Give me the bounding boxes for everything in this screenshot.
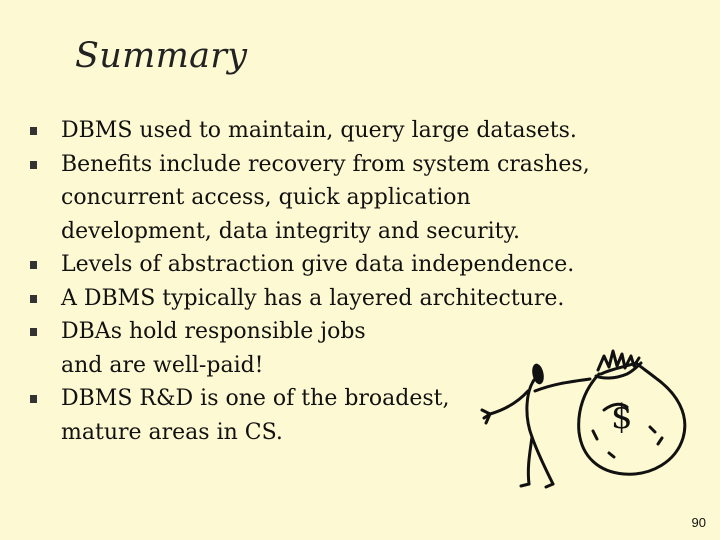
bullet-text: A DBMS typically has a layered architect… bbox=[61, 285, 565, 311]
square-bullet-icon bbox=[30, 282, 38, 316]
bullet-item: Levels of abstraction give data independ… bbox=[30, 248, 590, 282]
square-bullet-icon bbox=[30, 315, 38, 349]
bullet-text: DBMS used to maintain, query large datas… bbox=[61, 118, 577, 143]
page-number: 90 bbox=[691, 515, 706, 530]
bullet-item: Benefits include recovery from system cr… bbox=[30, 148, 590, 249]
man-with-money-bag-icon: $ bbox=[480, 349, 687, 489]
bullet-item: DBMS R&D is one of the broadest, mature … bbox=[30, 382, 590, 449]
bullet-text: mature areas in CS. bbox=[61, 419, 283, 445]
square-bullet-icon bbox=[30, 148, 38, 182]
money-symbol: $ bbox=[611, 397, 633, 437]
bullet-text: DBAs hold responsible jobs bbox=[61, 319, 366, 344]
square-bullet-icon bbox=[30, 382, 38, 416]
bullet-text: Benefits include recovery from system cr… bbox=[61, 151, 590, 177]
bullet-list: DBMS used to maintain, query large datas… bbox=[30, 114, 590, 449]
bullet-text: concurrent access, quick application bbox=[61, 185, 471, 210]
square-bullet-icon bbox=[30, 114, 38, 148]
bullet-text: DBMS R&D is one of the broadest, bbox=[61, 386, 450, 411]
square-bullet-icon bbox=[30, 248, 38, 282]
slide-title: Summary bbox=[75, 36, 248, 76]
bullet-item: DBMS used to maintain, query large datas… bbox=[30, 114, 590, 148]
bullet-text: development, data integrity and security… bbox=[61, 218, 520, 244]
bullet-text: and are well-paid! bbox=[61, 352, 264, 378]
bullet-text: Levels of abstraction give data independ… bbox=[61, 252, 575, 277]
bullet-item: A DBMS typically has a layered architect… bbox=[30, 282, 590, 316]
bullet-item: DBAs hold responsible jobs and are well-… bbox=[30, 315, 590, 382]
